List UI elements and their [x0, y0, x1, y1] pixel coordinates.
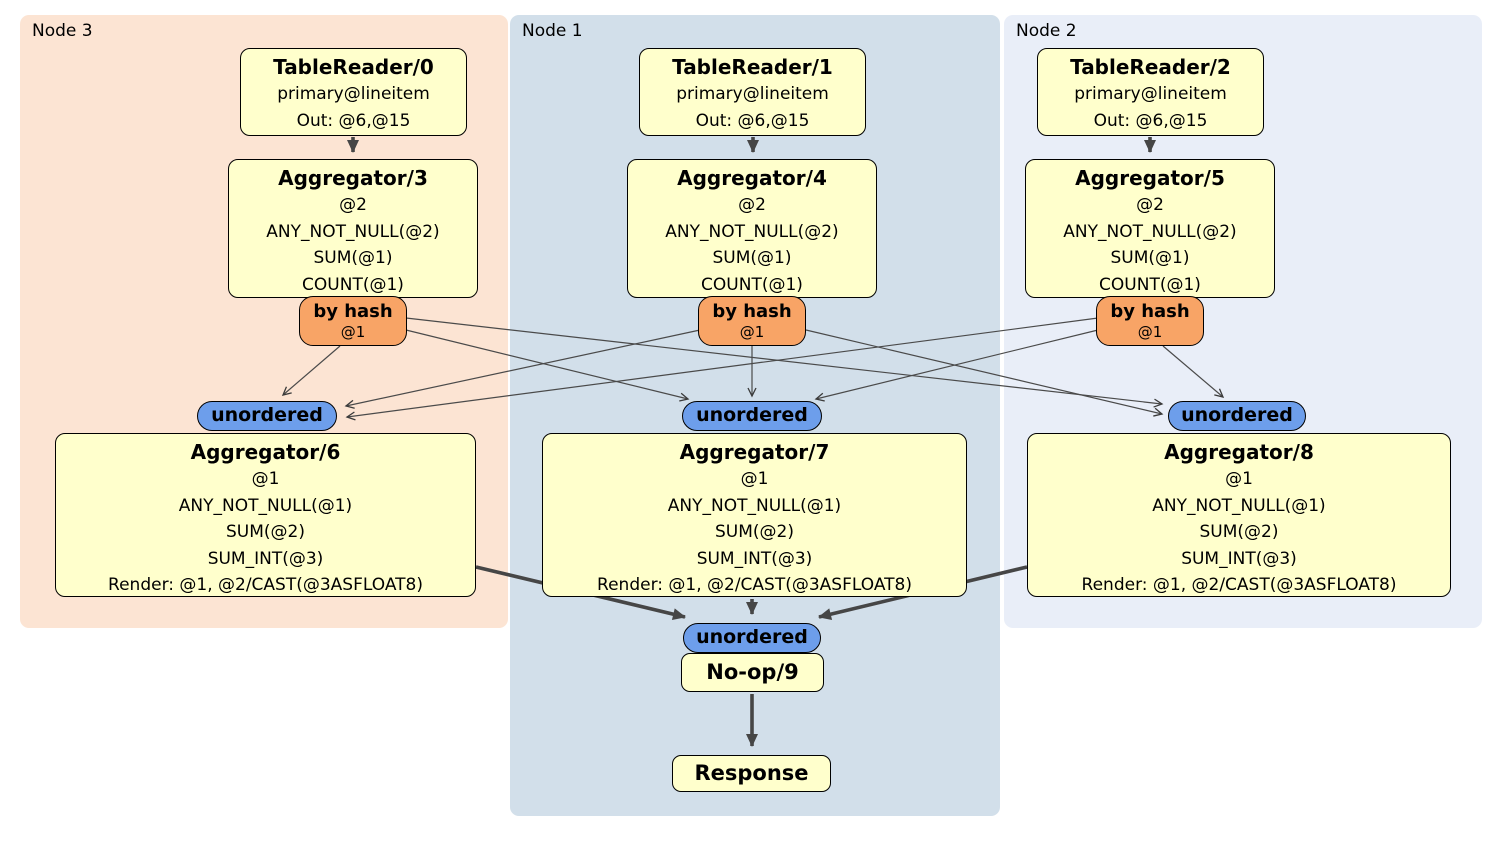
aggregator-4-box: Aggregator/4 @2 ANY_NOT_NULL(@2) SUM(@1)…	[627, 159, 877, 298]
processor-detail: @1	[1225, 469, 1253, 489]
final-unordered-sync: unordered	[683, 623, 821, 653]
edge-router2-to-sync1	[814, 329, 1099, 402]
processor-detail: COUNT(@1)	[1099, 274, 1201, 295]
processor-detail: Render: @1, @2/CAST(@3ASFLOAT8)	[1081, 575, 1397, 595]
processor-detail: primary@lineitem	[277, 84, 430, 104]
processor-detail: Render: @1, @2/CAST(@3ASFLOAT8)	[597, 575, 912, 595]
processor-title: TableReader/1	[672, 55, 833, 79]
processor-title: TableReader/0	[273, 55, 434, 79]
processor-detail: Out: @6,@15	[695, 110, 810, 131]
unordered-sync-node3: unordered	[197, 401, 337, 431]
processor-detail: ANY_NOT_NULL(@1)	[178, 495, 353, 516]
edge-router1-to-sync3	[344, 329, 701, 409]
processor-detail: SUM_INT(@3)	[207, 548, 324, 569]
processor-detail: @2	[1136, 195, 1164, 215]
processor-detail: SUM(@2)	[715, 522, 794, 542]
router-title: by hash	[1110, 301, 1190, 322]
processor-detail: SUM(@2)	[1199, 522, 1279, 542]
table-reader-0-box: TableReader/0 primary@lineitem Out: @6,@…	[240, 48, 467, 136]
edge-router2-to-sync2	[1162, 345, 1225, 398]
router-columns: @1	[739, 323, 765, 341]
unordered-sync-node1: unordered	[682, 401, 822, 431]
processor-detail: primary@lineitem	[676, 84, 829, 104]
processor-detail: ANY_NOT_NULL(@2)	[1063, 221, 1237, 242]
table-reader-2-box: TableReader/2 primary@lineitem Out: @6,@…	[1037, 48, 1264, 136]
processor-detail: ANY_NOT_NULL(@1)	[667, 495, 842, 516]
processor-title: Aggregator/7	[679, 440, 830, 464]
processor-detail: SUM(@1)	[1110, 248, 1190, 268]
router-columns: @1	[340, 323, 366, 341]
edge-router2-to-sync3	[345, 317, 1099, 421]
processor-detail: Out: @6,@15	[296, 110, 411, 131]
aggregator-5-box: Aggregator/5 @2 ANY_NOT_NULL(@2) SUM(@1)…	[1025, 159, 1275, 298]
router-title: by hash	[313, 301, 393, 322]
hash-router-node3: by hash @1	[299, 296, 407, 346]
processor-detail: COUNT(@1)	[701, 274, 803, 295]
aggregator-7-box: Aggregator/7 @1 ANY_NOT_NULL(@1) SUM(@2)…	[542, 433, 967, 597]
processor-detail: SUM_INT(@3)	[696, 548, 813, 569]
processor-detail: @2	[738, 195, 766, 215]
processor-detail: SUM(@1)	[712, 248, 792, 268]
processor-title: Aggregator/5	[1075, 166, 1225, 190]
processor-detail: COUNT(@1)	[302, 274, 404, 295]
processor-title: Aggregator/8	[1164, 440, 1314, 464]
aggregator-6-box: Aggregator/6 @1 ANY_NOT_NULL(@1) SUM(@2)…	[55, 433, 476, 597]
processor-detail: SUM_INT(@3)	[1181, 548, 1297, 569]
noop-9-box: No-op/9	[681, 653, 824, 692]
edge-router1-to-sync2	[805, 329, 1164, 417]
unordered-sync-node2: unordered	[1168, 401, 1306, 431]
processor-detail: @1	[740, 469, 769, 489]
processor-detail: primary@lineitem	[1074, 84, 1227, 104]
aggregator-3-box: Aggregator/3 @2 ANY_NOT_NULL(@2) SUM(@1)…	[228, 159, 478, 298]
processor-detail: ANY_NOT_NULL(@2)	[665, 221, 839, 242]
edge-router3-to-sync3	[281, 345, 341, 396]
edge-router3-to-sync1	[405, 329, 690, 402]
processor-detail: SUM(@1)	[313, 248, 393, 268]
response-box: Response	[672, 755, 831, 792]
router-columns: @1	[1137, 323, 1163, 341]
hash-router-node2: by hash @1	[1096, 296, 1204, 346]
hash-router-node1: by hash @1	[698, 296, 806, 346]
processor-detail: @1	[251, 469, 280, 489]
region-node-1-label: Node 1	[522, 21, 583, 41]
processor-title: Aggregator/4	[677, 166, 827, 190]
processor-detail: @2	[339, 195, 367, 215]
processor-detail: ANY_NOT_NULL(@2)	[266, 221, 440, 242]
processor-detail: ANY_NOT_NULL(@1)	[1152, 495, 1326, 516]
edge-router3-to-sync2	[405, 317, 1164, 408]
processor-title: TableReader/2	[1070, 55, 1231, 79]
router-title: by hash	[712, 301, 792, 322]
router-mesh-edges	[281, 317, 1225, 421]
processor-detail: Render: @1, @2/CAST(@3ASFLOAT8)	[108, 575, 423, 595]
region-node-3-label: Node 3	[32, 21, 93, 41]
processor-title: Aggregator/6	[190, 440, 341, 464]
table-reader-1-box: TableReader/1 primary@lineitem Out: @6,@…	[639, 48, 866, 136]
region-node-2-label: Node 2	[1016, 21, 1077, 41]
processor-detail: SUM(@2)	[226, 522, 305, 542]
processor-detail: Out: @6,@15	[1093, 110, 1208, 131]
processor-title: Aggregator/3	[278, 166, 428, 190]
aggregator-8-box: Aggregator/8 @1 ANY_NOT_NULL(@1) SUM(@2)…	[1027, 433, 1451, 597]
